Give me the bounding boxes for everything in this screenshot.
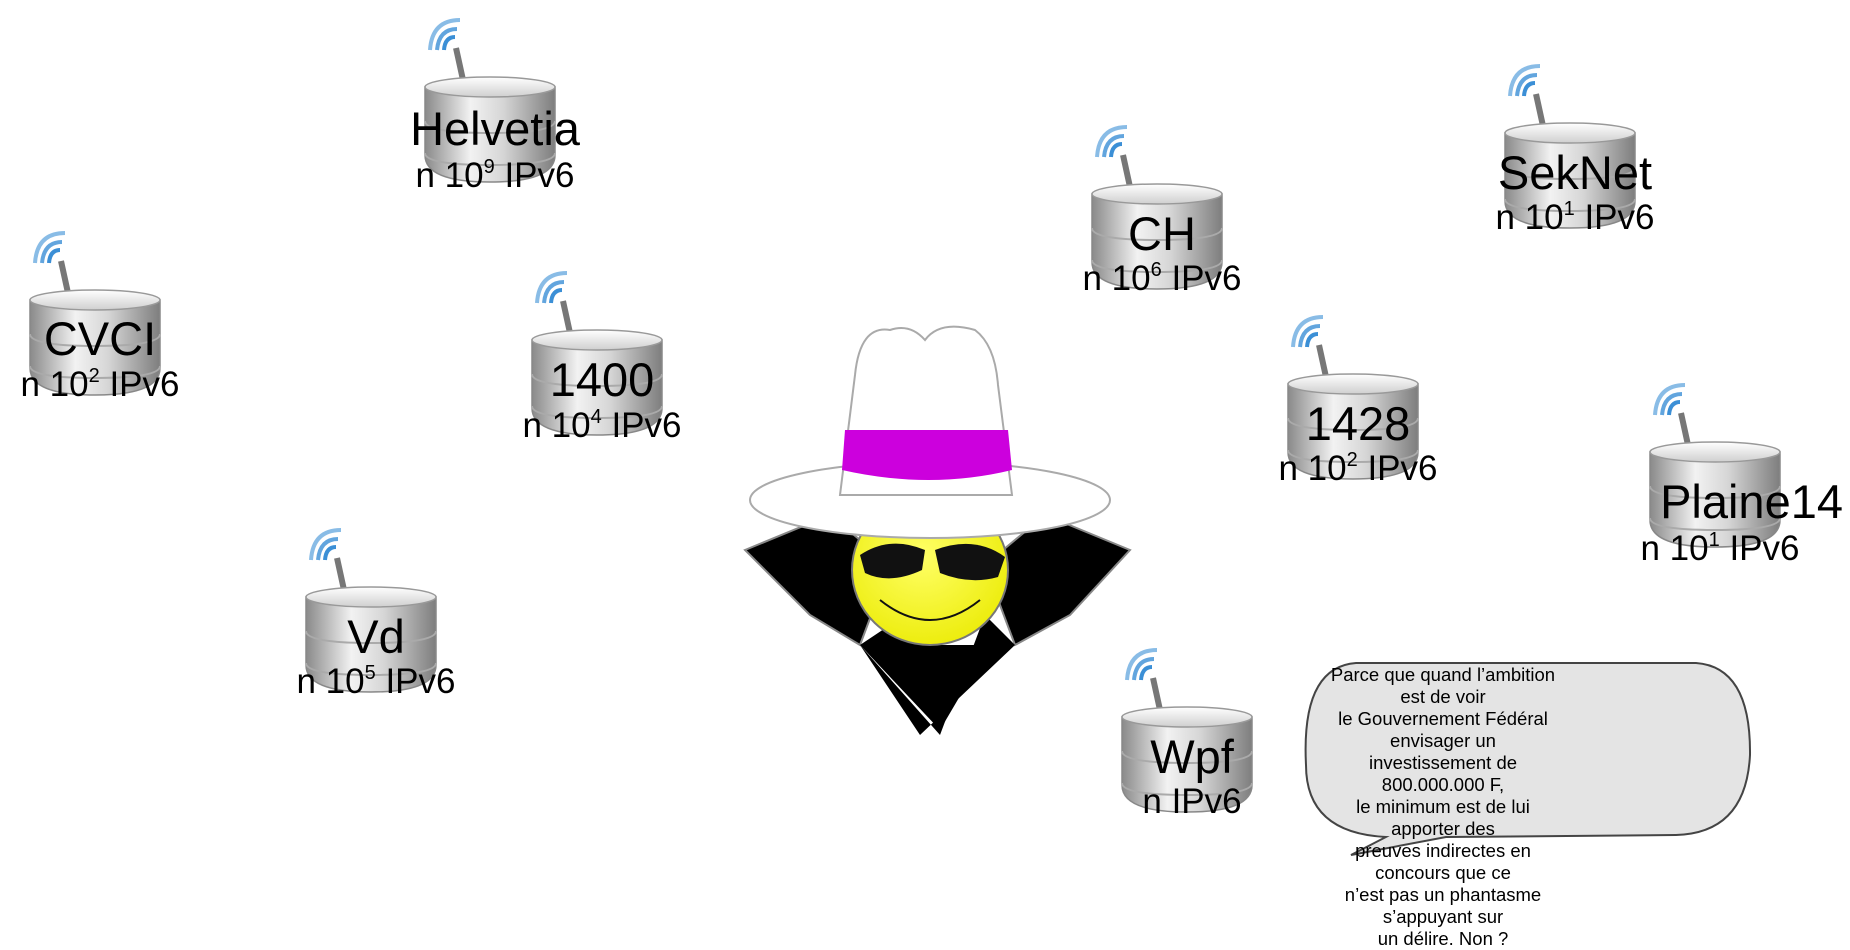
speech-line: un délire. Non ? (1377, 928, 1509, 949)
server-icon (1121, 648, 1253, 813)
server-icon (424, 18, 556, 183)
speech-bubble (1304, 662, 1752, 856)
node-1400: 1400 n 104 IPv6 (512, 258, 692, 443)
speech-bubble-text: Parce que quand l’ambition est de voir l… (1323, 664, 1563, 950)
server-icon (305, 528, 437, 693)
node-wpf: Wpf n IPv6 (1102, 635, 1282, 819)
antenna-icon (1125, 648, 1163, 711)
speech-line: investissement de 800.000.000 F, (1368, 752, 1518, 795)
antenna-icon (428, 18, 466, 81)
node-count: n 101 IPv6 (1640, 529, 1800, 568)
node-name: Wpf (1150, 730, 1234, 783)
node-count: n 104 IPv6 (522, 406, 682, 445)
node-ch: CH n 106 IPv6 (1072, 112, 1252, 296)
antenna-icon (1653, 383, 1691, 446)
speech-line: n’est pas un phantasme s’appuyant sur (1344, 884, 1542, 927)
antenna-icon (535, 271, 573, 334)
antenna-icon (1508, 64, 1546, 127)
node-1428: 1428 n 102 IPv6 (1268, 302, 1448, 486)
node-vd: Vd n 105 IPv6 (286, 515, 466, 699)
antenna-icon (309, 528, 347, 591)
node-count: n 106 IPv6 (1082, 259, 1242, 298)
node-count: n 105 IPv6 (296, 662, 456, 701)
server-icon (1504, 64, 1636, 229)
node-count: n IPv6 (1142, 782, 1242, 821)
server-icon (531, 271, 663, 436)
node-name: Vd (347, 610, 405, 663)
node-name: 1428 (1305, 397, 1411, 450)
node-count: n 102 IPv6 (1278, 449, 1438, 488)
node-sekNet: SekNet n 101 IPv6 (1485, 51, 1665, 235)
node-name: CVCI (43, 312, 157, 365)
server-icon (29, 231, 161, 396)
node-count: n 109 IPv6 (415, 156, 575, 195)
spy-figure-icon (743, 325, 1132, 735)
antenna-icon (1095, 125, 1133, 188)
node-name: CH (1128, 207, 1196, 260)
node-name: Helvetia (410, 102, 580, 155)
node-cvci: CVCI n 102 IPv6 (10, 218, 190, 402)
speech-line: Parce que quand l’ambition est de voir (1330, 664, 1556, 707)
antenna-icon (33, 231, 71, 294)
node-name: 1400 (549, 353, 655, 406)
node-count: n 102 IPv6 (20, 365, 180, 404)
server-icon (1649, 383, 1781, 548)
node-count: n 101 IPv6 (1495, 198, 1655, 237)
speech-line: le minimum est de lui apporter des (1356, 796, 1530, 839)
node-name: SekNet (1497, 146, 1653, 199)
node-plaine14: Plaine14 n 101 IPv6 (1630, 370, 1843, 566)
antenna-icon (1291, 315, 1329, 378)
node-name: Plaine14 (1660, 475, 1843, 528)
speech-line: le Gouvernement Fédéral envisager un (1338, 708, 1548, 751)
node-helvetia: Helvetia n 109 IPv6 (405, 5, 585, 193)
server-icon (1091, 125, 1223, 290)
server-icon (1287, 315, 1419, 480)
speech-line: preuves indirectes en concours que ce (1355, 840, 1531, 883)
